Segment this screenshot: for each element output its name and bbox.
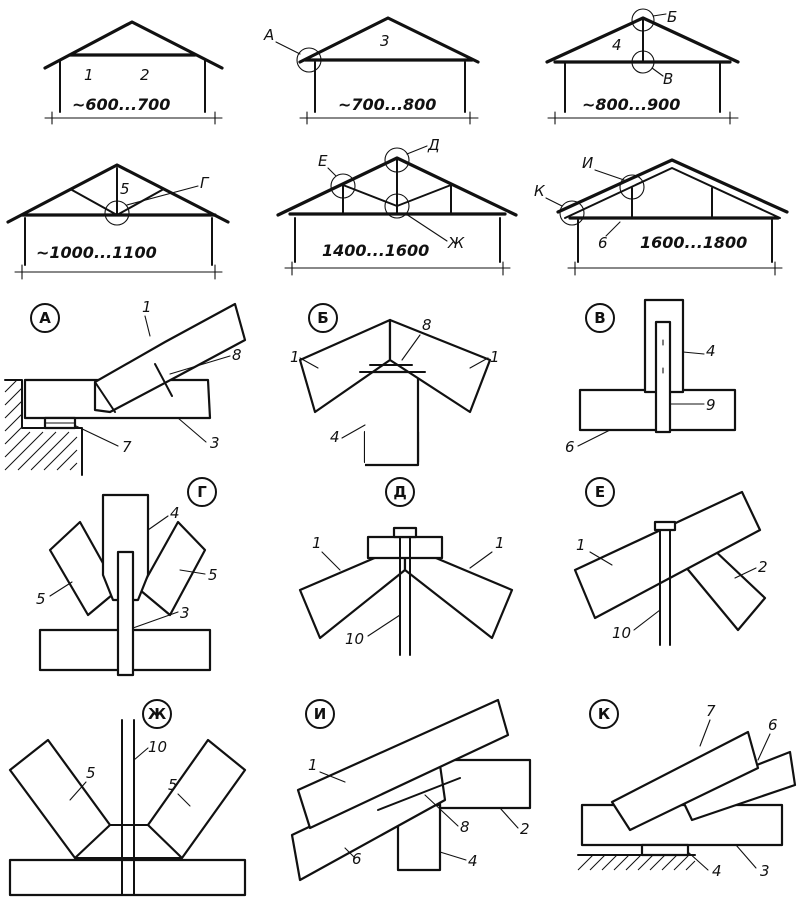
detail-d-label-10: 10 xyxy=(345,630,364,648)
detail-v-label-9: 9 xyxy=(706,396,716,414)
detail-v-letter: В xyxy=(594,309,605,327)
truss-1-span: ~600...700 xyxy=(72,95,170,114)
detail-g-label-3: 3 xyxy=(180,604,190,622)
detail-zh-label-10: 10 xyxy=(148,738,167,756)
detail-a-badge xyxy=(30,303,60,333)
detail-g-label-4: 4 xyxy=(170,504,180,522)
truss-6: К И 6 1600...1800 xyxy=(534,154,789,276)
truss-3-callout-circle-top xyxy=(631,8,655,32)
truss-5-span: 1400...1600 xyxy=(322,241,429,260)
truss-6-callout-circle-i xyxy=(619,174,645,200)
detail-v-badge xyxy=(585,303,615,333)
truss-5: Е Д Ж 1400...1600 xyxy=(276,136,518,276)
detail-d: Д 1 1 10 xyxy=(298,477,514,656)
detail-e-letter: Е xyxy=(595,483,605,501)
truss-3-callout-b: Б xyxy=(667,8,677,26)
truss-4-label-5: 5 xyxy=(120,180,130,198)
detail-b-badge xyxy=(308,303,338,333)
truss-3-span: ~800...900 xyxy=(582,95,680,114)
truss-3-label-4: 4 xyxy=(612,36,622,54)
detail-zh-letter: Ж xyxy=(148,705,167,723)
detail-k-label-7: 7 xyxy=(706,702,716,720)
detail-zh-label-5-left: 5 xyxy=(86,764,96,782)
truss-2-callout-a: А xyxy=(263,26,274,44)
detail-g: Г 4 5 5 3 xyxy=(36,477,218,677)
detail-a-label-8: 8 xyxy=(232,346,242,364)
detail-k: К 7 6 4 3 xyxy=(577,699,797,880)
detail-zh-badge xyxy=(142,699,172,729)
detail-e-label-10: 10 xyxy=(612,624,631,642)
detail-i: И 1 8 2 6 4 xyxy=(290,698,532,882)
detail-d-letter: Д xyxy=(393,483,406,501)
truss-6-label-6: 6 xyxy=(598,234,608,252)
detail-g-label-5-left: 5 xyxy=(36,590,46,608)
truss-6-callout-k: К xyxy=(534,182,546,200)
detail-g-letter: Г xyxy=(197,483,207,501)
detail-i-label-6: 6 xyxy=(352,850,362,868)
detail-k-badge xyxy=(589,699,619,729)
detail-b-label-1-right: 1 xyxy=(490,348,500,366)
detail-i-badge xyxy=(305,699,335,729)
truss-6-callout-i: И xyxy=(582,154,593,172)
truss-5-callout-circle-zh xyxy=(384,193,410,219)
detail-g-label-5-right: 5 xyxy=(208,566,218,584)
detail-a-label-1: 1 xyxy=(142,298,152,316)
detail-b-letter: Б xyxy=(317,309,328,327)
detail-k-label-3: 3 xyxy=(760,862,770,880)
detail-d-badge xyxy=(385,477,415,507)
truss-2: А 3 ~700...800 xyxy=(263,16,480,125)
truss-4-span: ~1000...1100 xyxy=(36,243,157,262)
truss-4: 5 Г ~1000...1100 xyxy=(6,163,230,280)
detail-zh: Ж 10 5 5 xyxy=(8,699,247,897)
truss-4-callout-g: Г xyxy=(200,174,210,192)
truss-5-callout-circle-d xyxy=(384,147,410,173)
detail-i-label-4: 4 xyxy=(468,852,478,870)
truss-1: 1 2 ~600...700 xyxy=(43,20,224,125)
truss-2-label-3: 3 xyxy=(380,32,390,50)
detail-e: Е 1 2 10 xyxy=(573,477,768,646)
detail-e-label-1: 1 xyxy=(576,536,586,554)
detail-b-label-1-left: 1 xyxy=(290,348,300,366)
truss-5-callout-e: Е xyxy=(318,152,328,170)
detail-i-label-1: 1 xyxy=(308,756,318,774)
detail-e-label-2: 2 xyxy=(758,558,768,576)
detail-zh-label-5-right: 5 xyxy=(168,776,178,794)
detail-d-label-1-right: 1 xyxy=(495,534,505,552)
truss-1-label-1: 1 xyxy=(84,66,94,84)
detail-v-label-4: 4 xyxy=(706,342,716,360)
detail-b: Б 1 8 1 4 xyxy=(290,303,500,467)
detail-i-label-8: 8 xyxy=(460,818,470,836)
truss-6-span: 1600...1800 xyxy=(640,233,747,252)
truss-4-callout-circle xyxy=(104,200,130,226)
detail-i-letter: И xyxy=(314,705,327,723)
detail-a: А 1 8 7 3 xyxy=(4,298,247,476)
truss-2-callout-circle xyxy=(296,47,322,73)
truss-3-callout-circle-bottom xyxy=(631,50,655,74)
truss-3-callout-v: В xyxy=(663,70,673,88)
detail-g-badge xyxy=(187,477,217,507)
detail-k-label-6: 6 xyxy=(768,716,778,734)
detail-v-label-6: 6 xyxy=(565,438,575,456)
detail-v: В 4 9 6 xyxy=(565,298,737,456)
truss-1-label-2: 2 xyxy=(140,66,150,84)
detail-k-letter: К xyxy=(598,705,611,723)
detail-a-label-3: 3 xyxy=(210,434,220,452)
detail-a-label-7: 7 xyxy=(122,438,132,456)
truss-6-callout-circle-k xyxy=(559,200,585,226)
truss-2-span: ~700...800 xyxy=(338,95,436,114)
detail-b-label-8: 8 xyxy=(422,316,432,334)
truss-5-callout-zh: Ж xyxy=(447,234,465,252)
detail-k-label-4: 4 xyxy=(712,862,722,880)
detail-e-badge xyxy=(585,477,615,507)
detail-i-label-2: 2 xyxy=(520,820,530,838)
truss-3: Б В 4 ~800...900 xyxy=(545,8,740,125)
truss-5-callout-circle-e xyxy=(330,173,356,199)
detail-b-label-4: 4 xyxy=(330,428,340,446)
truss-5-callout-d: Д xyxy=(427,136,440,154)
detail-a-letter: А xyxy=(39,309,51,327)
detail-d-label-1-left: 1 xyxy=(312,534,322,552)
